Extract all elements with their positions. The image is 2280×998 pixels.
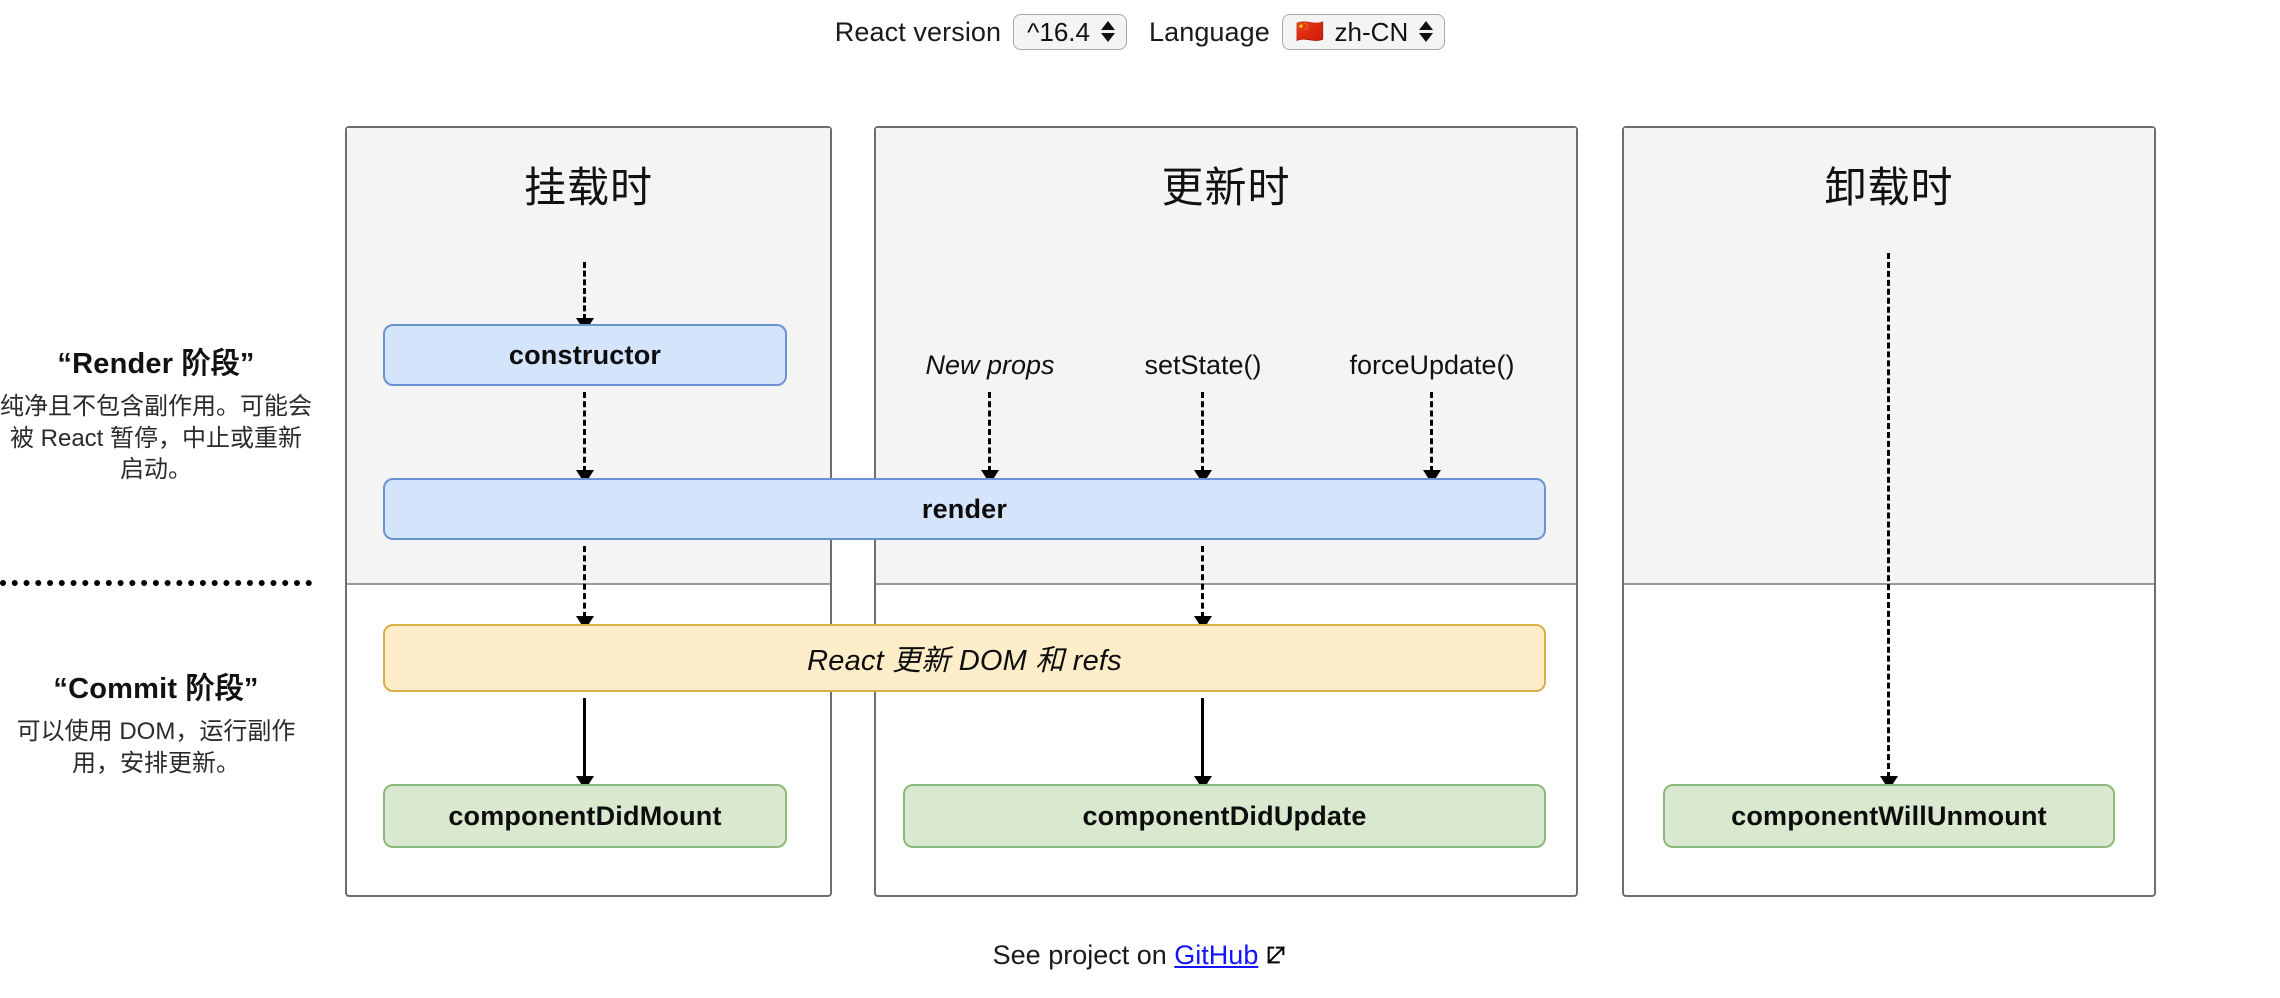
language-select[interactable]: 🇨🇳 zh-CN [1281,14,1446,50]
language-value: zh-CN [1334,16,1409,47]
trigger-force-update: forceUpdate() [1349,350,1515,380]
react-version-value: ^16.4 [1027,16,1090,47]
node-constructor[interactable]: constructor [383,324,787,386]
footer-text: See project on [992,940,1167,970]
column-update-title: 更新时 [1161,164,1291,211]
render-phase-legend: “Render 阶段” 纯净且不包含副作用。可能会被 React 暂停，中止或重… [0,340,312,486]
commit-phase-legend: “Commit 阶段” 可以使用 DOM，运行副作用，安排更新。 [0,665,312,779]
phase-divider [0,580,312,586]
external-link-icon [1265,942,1287,973]
render-phase-title: “Render 阶段” [57,348,255,380]
commit-phase-description: 可以使用 DOM，运行副作用，安排更新。 [16,718,296,777]
language-label: Language [1148,16,1270,47]
node-component-did-update[interactable]: componentDidUpdate [903,784,1546,848]
node-react-updates-dom[interactable]: React 更新 DOM 和 refs [383,624,1546,692]
language-control: Language 🇨🇳 zh-CN [1148,14,1446,50]
commit-phase-title: “Commit 阶段” [53,673,259,705]
github-link[interactable]: GitHub [1174,940,1258,970]
trigger-new-props: New props [925,350,1055,380]
react-version-label: React version [834,16,1002,47]
column-unmount-title: 卸载时 [1824,164,1954,211]
github-link-label: GitHub [1174,940,1259,970]
toolbar: React version ^16.4 Language 🇨🇳 zh-CN [0,14,2280,50]
china-flag-icon: 🇨🇳 [1295,18,1325,44]
spinner-arrows-icon[interactable] [1419,21,1434,42]
react-version-control: React version ^16.4 [835,14,1127,50]
node-render[interactable]: render [383,478,1546,540]
render-phase-description: 纯净且不包含副作用。可能会被 React 暂停，中止或重新启动。 [0,393,312,484]
node-component-will-unmount[interactable]: componentWillUnmount [1663,784,2115,848]
spinner-arrows-icon[interactable] [1100,21,1115,42]
react-version-select[interactable]: ^16.4 [1013,14,1127,50]
column-mount-title: 挂载时 [523,164,653,211]
footer: See project on GitHub [0,940,2280,973]
node-component-did-mount[interactable]: componentDidMount [383,784,787,848]
trigger-set-state: setState() [1144,350,1262,380]
